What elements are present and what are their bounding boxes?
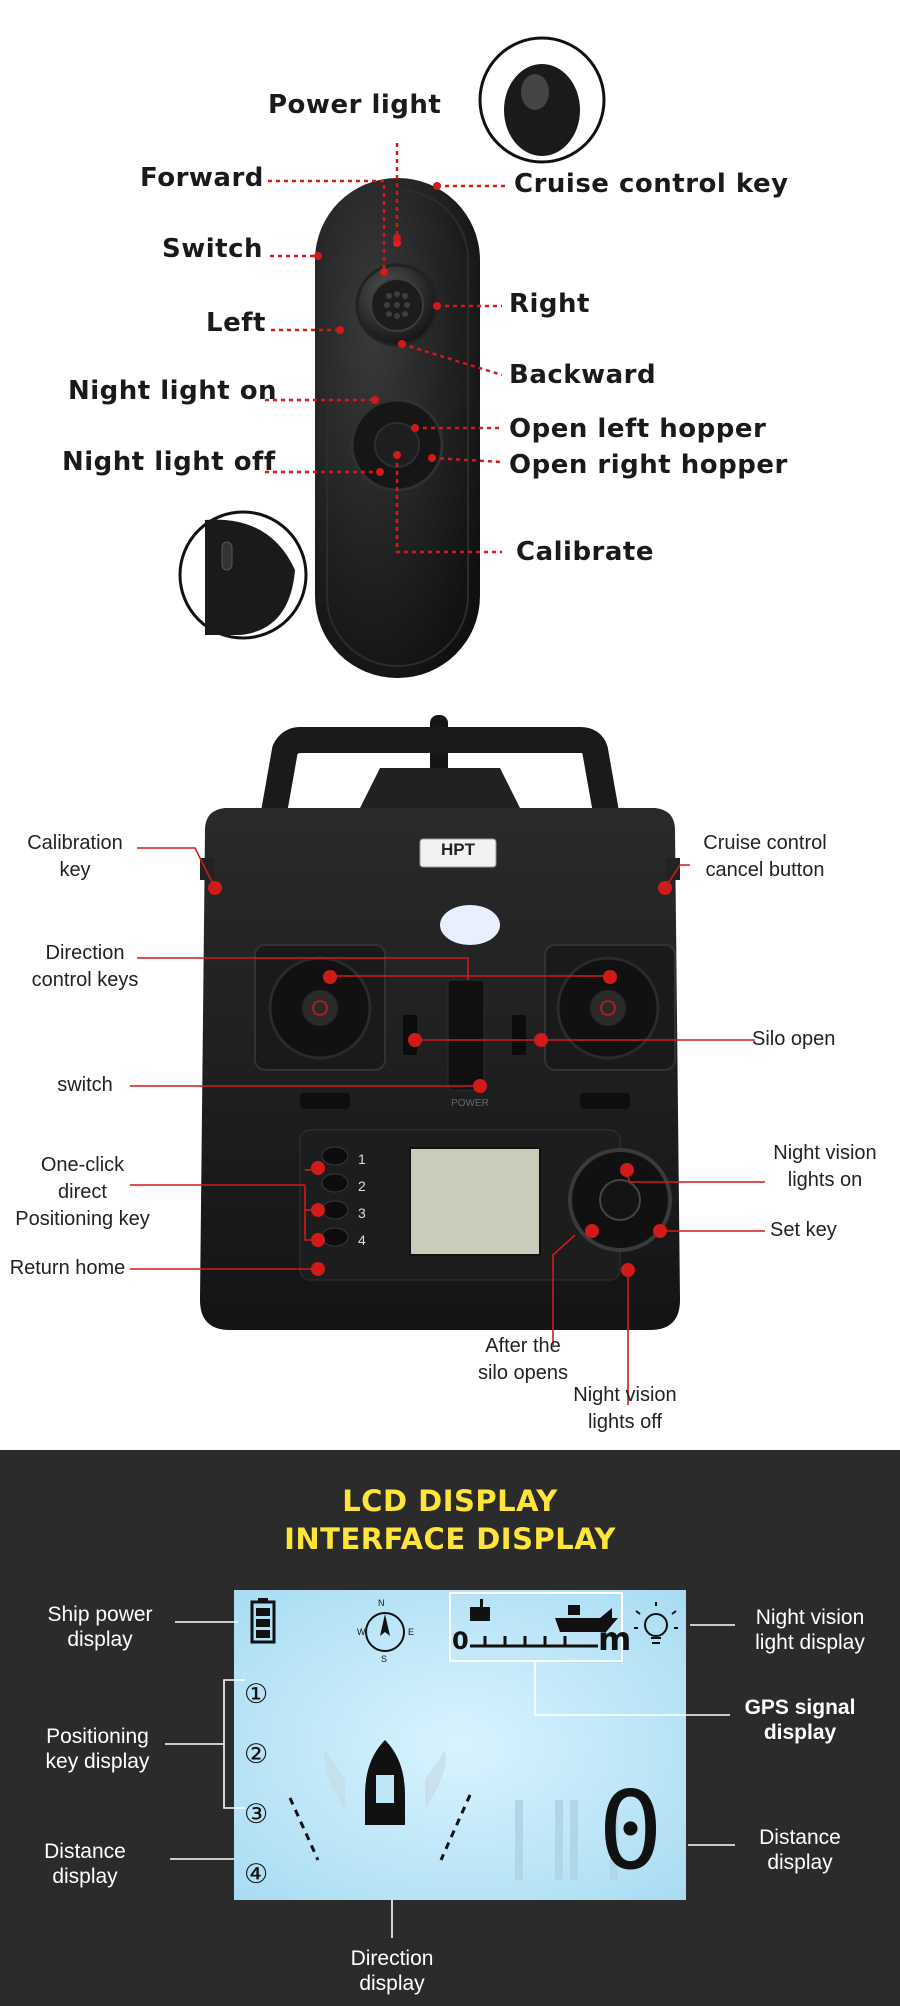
battery-icon [250,1598,276,1644]
label-switch-2: switch [57,1074,113,1096]
brand-label: HPT [441,840,475,859]
callout-lines [130,847,765,1405]
compass-w: W [357,1627,366,1637]
label-forward: Forward [140,163,264,193]
lcd-callout-lines [165,1621,735,1938]
gps-zero: 0 [452,1627,469,1655]
button-number-1: 1 [358,1151,366,1167]
button-number-3: 3 [358,1205,366,1221]
label-right: Right [509,289,590,319]
label-backward: Backward [509,360,657,390]
lcd-illustration [165,1590,735,1938]
gps-unit: m [598,1620,632,1658]
position-key-1: ① [244,1679,269,1710]
label-night-vision-off: Night vision lights off [573,1384,677,1433]
label-night-light-off: Night light off [62,447,276,477]
callout-dots [314,182,441,476]
compass-e: E [408,1627,415,1637]
label-after-silo-opens: After the silo opens [477,1335,569,1384]
button-numbers: 1 2 3 4 [358,1146,366,1254]
label-distance-left: Distance display [44,1840,126,1888]
position-key-2: ② [244,1739,269,1770]
position-key-4: ④ [244,1859,269,1890]
label-night-vision-display: Night vision light display [755,1606,865,1654]
label-calibration-key: Calibration key [27,832,123,881]
label-night-vision-on: Night vision lights on [773,1142,877,1191]
label-open-left-hopper: Open left hopper [509,414,767,444]
gps-scale [470,1636,598,1648]
label-cruise-cancel: Cruise control cancel button [703,832,827,881]
lcd-title-line2: INTERFACE DISPLAY [284,1522,616,1556]
distance-digit: 0 [598,1769,664,1894]
label-silo-open: Silo open [752,1028,836,1050]
small-remote-section: Power light Forward Cruise control key S… [0,0,900,690]
label-left: Left [206,308,266,338]
label-direction-keys: Direction control keys [31,942,139,991]
lcd-title-line1: LCD DISPLAY [342,1484,558,1518]
position-key-list: ① ② ③ ④ [244,1665,268,1905]
direction-dashes [288,1794,472,1861]
callout-lines [265,143,508,554]
label-switch: Switch [162,234,264,264]
power-switch-text: POWER [451,1098,489,1109]
handle [257,727,623,838]
label-gps-signal: GPS signal display [744,1696,856,1744]
label-distance-right: Distance display [759,1826,841,1874]
direction-boat-icon [324,1740,446,1825]
label-calibrate: Calibrate [516,537,654,567]
gps-signal-icon [470,1599,618,1632]
position-key-3: ③ [244,1799,269,1830]
label-positioning-key: Positioning key display [45,1725,150,1773]
lcd-section: LCD DISPLAY INTERFACE DISPLAY [0,1450,900,2006]
compass-s: S [381,1654,388,1664]
controller-illustration [130,715,765,1405]
label-night-light-on: Night light on [68,376,278,406]
label-open-right-hopper: Open right hopper [509,450,788,480]
label-cruise-control-key: Cruise control key [514,169,789,199]
distance-ghost-digits [515,1800,618,1880]
label-direction: Direction display [350,1947,434,1995]
controller-section: HPT POWER 1 2 3 4 Calibration key Cruise… [0,690,900,1450]
button-number-2: 2 [358,1178,366,1194]
controller-lcd [409,1147,541,1256]
night-vision-bulb-icon [634,1602,678,1644]
label-set-key: Set key [770,1219,837,1241]
button-number-4: 4 [358,1232,366,1248]
compass-n: N [378,1598,385,1608]
compass-icon [365,1612,405,1652]
small-remote-illustration [178,36,606,678]
label-power-light: Power light [268,90,442,120]
label-ship-power: Ship power display [47,1603,153,1651]
label-one-click-positioning: One-click direct Positioning key [15,1154,150,1230]
label-return-home: Return home [9,1257,126,1279]
callout-dots [208,881,672,1277]
